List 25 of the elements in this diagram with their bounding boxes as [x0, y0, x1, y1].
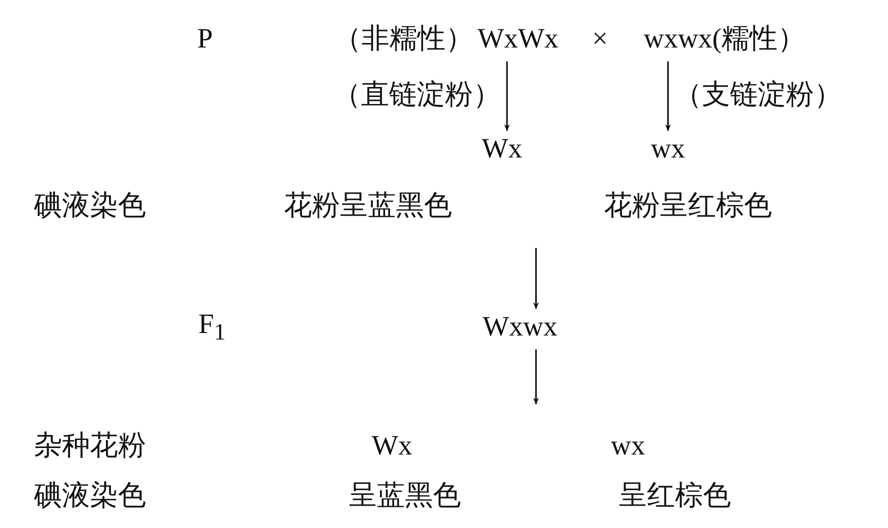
genotype-text: Wx	[482, 134, 522, 166]
arrow	[504, 61, 510, 132]
edge-label: （直链淀粉）	[333, 80, 501, 112]
edge-label: （支链淀粉）	[674, 80, 842, 112]
text-label: 呈红棕色	[619, 482, 731, 512]
genotype-text: Wxwx	[482, 312, 558, 344]
text-label: 碘液染色	[34, 482, 146, 512]
text-label: F$_{1}$	[198, 310, 226, 346]
arrow	[533, 349, 539, 405]
genotype-text: WxWx	[478, 24, 558, 56]
text-label: 杂种花粉	[34, 432, 146, 462]
text-label: 花粉呈蓝黑色	[284, 192, 452, 222]
text-label: 呈蓝黑色	[349, 482, 461, 512]
text-label: wx	[610, 432, 646, 462]
text-label: P	[197, 24, 213, 56]
text-label: ×	[592, 24, 608, 56]
trait-label: （非糯性）	[334, 24, 474, 56]
text-label: Wx	[372, 432, 412, 462]
genotype-text: wx	[650, 134, 686, 166]
arrow	[533, 248, 539, 310]
text-label: 碘液染色	[34, 192, 146, 222]
arrow	[665, 61, 671, 132]
genotype-text: wxwx	[644, 24, 712, 56]
text-label: 花粉呈红棕色	[604, 192, 772, 222]
trait-label: (糯性）	[712, 24, 806, 56]
